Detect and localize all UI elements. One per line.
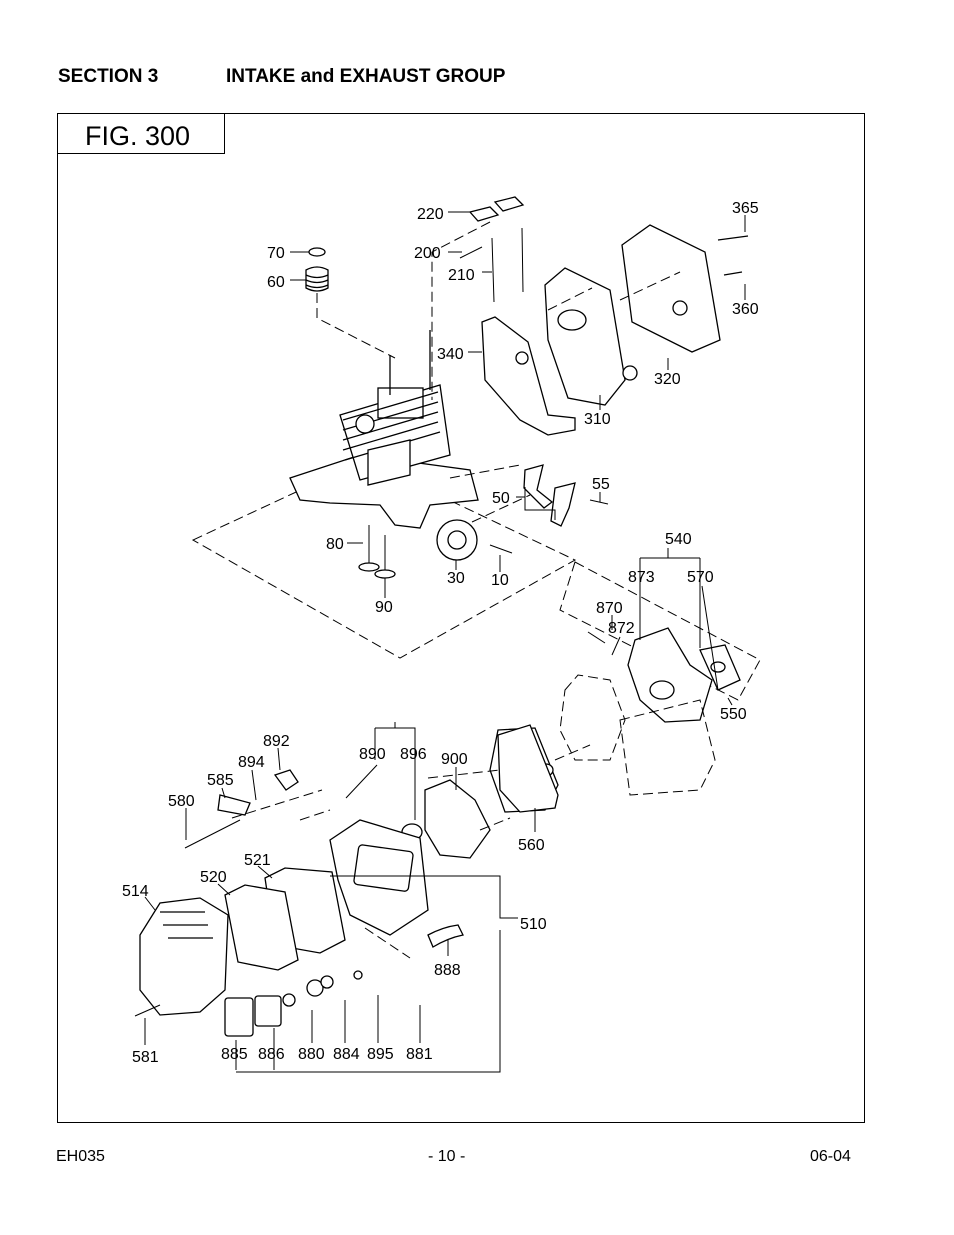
callout-55: 55 — [592, 476, 610, 493]
figure-label-box: FIG. 300 — [57, 113, 225, 154]
callout-886: 886 — [258, 1046, 285, 1063]
callout-580: 580 — [168, 793, 195, 810]
leader-lines — [144, 211, 746, 1073]
callout-labels: 70 60 220 200 210 365 360 340 320 310 50… — [122, 200, 759, 1066]
cylinder-block-drawing — [191, 330, 577, 659]
exhaust-muffler-drawing — [481, 224, 749, 436]
callout-10: 10 — [491, 572, 509, 589]
callout-581: 581 — [132, 1049, 159, 1066]
footer-date: 06-04 — [810, 1148, 851, 1165]
callout-894: 894 — [238, 754, 265, 771]
callout-888: 888 — [434, 962, 461, 979]
callout-900: 900 — [441, 751, 468, 768]
callout-514: 514 — [122, 883, 149, 900]
callout-570: 570 — [687, 569, 714, 586]
callout-585: 585 — [207, 772, 234, 789]
callout-90: 90 — [375, 599, 393, 616]
callout-365: 365 — [732, 200, 759, 217]
figure-frame: FIG. 300 — [57, 113, 865, 1123]
callout-320: 320 — [654, 371, 681, 388]
gasket-drawing — [497, 724, 559, 813]
callout-890: 890 — [359, 746, 386, 763]
callout-30: 30 — [447, 570, 465, 587]
callout-895: 895 — [367, 1046, 394, 1063]
air-cleaner-drawing — [134, 744, 591, 1037]
footer-model-code: EH035 — [56, 1148, 105, 1165]
callout-550: 550 — [720, 706, 747, 723]
callout-310: 310 — [584, 411, 611, 428]
callout-884: 884 — [333, 1046, 360, 1063]
callout-80: 80 — [326, 536, 344, 553]
callout-880: 880 — [298, 1046, 325, 1063]
footer-page-number: - 10 - — [428, 1148, 466, 1165]
callout-340: 340 — [437, 346, 464, 363]
callout-873: 873 — [628, 569, 655, 586]
callout-885: 885 — [221, 1046, 248, 1063]
section-number: SECTION 3 — [58, 66, 159, 87]
callout-870: 870 — [596, 600, 623, 617]
callout-60: 60 — [267, 274, 285, 291]
callout-220: 220 — [417, 206, 444, 223]
callout-896: 896 — [400, 746, 427, 763]
callout-520: 520 — [200, 869, 227, 886]
callout-872: 872 — [608, 620, 635, 637]
figure-label: FIG. 300 — [85, 121, 191, 151]
callout-360: 360 — [732, 301, 759, 318]
section-header: SECTION 3 INTAKE and EXHAUST GROUP — [58, 66, 505, 88]
callout-892: 892 — [263, 733, 290, 750]
valve-spring-drawing — [305, 247, 396, 359]
camshaft-drawing — [358, 464, 609, 579]
callout-200: 200 — [414, 245, 441, 262]
callout-510: 510 — [520, 916, 547, 933]
callout-881: 881 — [406, 1046, 433, 1063]
callout-560: 560 — [518, 837, 545, 854]
callout-70: 70 — [267, 245, 285, 262]
intake-manifold-drawing — [559, 561, 761, 796]
callout-521: 521 — [244, 852, 271, 869]
callout-50: 50 — [492, 490, 510, 507]
section-title: INTAKE and EXHAUST GROUP — [226, 66, 506, 87]
callout-210: 210 — [448, 267, 475, 284]
rocker-arm-drawing — [431, 196, 525, 400]
callout-540: 540 — [665, 531, 692, 548]
